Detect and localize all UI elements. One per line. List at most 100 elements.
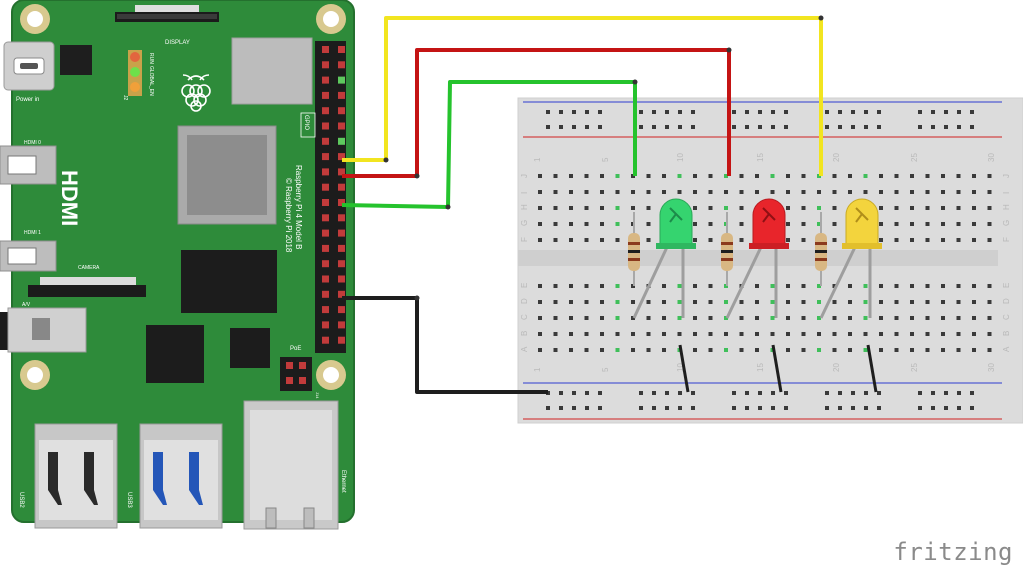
breadboard-hole [786, 332, 790, 336]
breadboard-hole [863, 174, 868, 178]
j14-label: J14 [315, 392, 320, 399]
ethernet-label: Ethernet [340, 470, 346, 493]
breadboard-hole [693, 206, 697, 210]
breadboard-hole [584, 190, 589, 194]
breadboard-hole [615, 190, 620, 194]
breadboard-hole [970, 125, 974, 129]
breadboard-hole [572, 391, 576, 395]
breadboard-hole [646, 206, 651, 210]
breadboard-hole [569, 206, 573, 210]
breadboard-hole [894, 206, 899, 210]
breadboard-hole [600, 190, 604, 194]
gpio-pin [338, 153, 345, 161]
gpio-pin [322, 183, 329, 191]
breadboard-hole [708, 174, 713, 178]
breadboard-hole [559, 391, 563, 395]
breadboard-hole [925, 222, 930, 226]
gpio-pin [338, 137, 345, 145]
breadboard-hole [538, 206, 542, 210]
breadboard-hole [677, 332, 682, 336]
breadboard-hole [708, 300, 713, 304]
gpio-pin [322, 321, 329, 329]
breadboard-hole [848, 348, 852, 352]
breadboard-hole [817, 300, 821, 304]
breadboard-hole [693, 348, 697, 352]
breadboard-hole [724, 332, 728, 336]
breadboard-hole [944, 391, 948, 395]
breadboard-hole [987, 206, 992, 210]
breadboard-labels: 1 5 10 15 20 25 30 1 5 10 15 20 25 30 J … [520, 153, 1011, 372]
breadboard-hole [584, 222, 589, 226]
breadboard-hole [745, 110, 749, 114]
breadboard-hole [693, 222, 697, 226]
bb-row-I-right: I [1002, 192, 1011, 194]
breadboard-hole [615, 284, 620, 288]
bb-row-A-right: A [1002, 346, 1011, 352]
usb3-label: USB3 [126, 492, 132, 508]
breadboard-hole [639, 406, 643, 410]
resistor-red-led [721, 212, 733, 286]
breadboard-hole [910, 348, 914, 352]
breadboard-hole [569, 348, 573, 352]
breadboard-hole [662, 348, 666, 352]
breadboard-hole [569, 190, 573, 194]
breadboard-hole [910, 222, 914, 226]
hdmi-label: HDMI [57, 170, 82, 226]
breadboard-hole [770, 174, 775, 178]
mounting-holes [20, 4, 346, 390]
hdmi1-port [0, 240, 57, 272]
breadboard-hole [615, 348, 620, 352]
breadboard-hole [848, 190, 852, 194]
breadboard-hole [708, 238, 713, 242]
breadboard-hole [677, 284, 682, 288]
breadboard-hole [879, 238, 883, 242]
bb-row-H-left: H [520, 204, 529, 210]
breadboard-hole [584, 348, 589, 352]
breadboard-hole [801, 174, 806, 178]
breadboard-hole [755, 348, 759, 352]
breadboard-hole [758, 125, 762, 129]
bb-col-top-15: 15 [756, 153, 765, 162]
breadboard-hole [755, 174, 759, 178]
breadboard-hole [801, 284, 806, 288]
breadboard-hole [910, 316, 914, 320]
bb-row-G-left: G [520, 220, 529, 226]
breadboard-hole [877, 391, 881, 395]
breadboard-hole [987, 238, 992, 242]
breadboard-hole [546, 125, 550, 129]
breadboard-hole [832, 190, 837, 194]
breadboard-hole [931, 125, 935, 129]
breadboard-hole [553, 284, 558, 288]
breadboard-hole [662, 332, 666, 336]
breadboard-hole [786, 348, 790, 352]
breadboard-hole [665, 406, 669, 410]
breadboard-hole [693, 316, 697, 320]
breadboard-hole [832, 316, 837, 320]
breadboard-hole [801, 190, 806, 194]
breadboard-hole [572, 406, 576, 410]
breadboard-hole [956, 206, 961, 210]
breadboard-hole [894, 316, 899, 320]
raspberry-pi-board: DISPLAY Power in RUN GLOBAL_EN J2 [0, 0, 355, 530]
bb-col-bottom-20: 20 [832, 363, 841, 372]
breadboard-hole [925, 238, 930, 242]
hdmi1-label: HDMI 1 [24, 230, 41, 236]
breadboard-hole [925, 348, 930, 352]
breadboard-hole [786, 238, 790, 242]
breadboard-hole [864, 110, 868, 114]
breadboard-hole [758, 110, 762, 114]
breadboard-hole [598, 406, 602, 410]
gpio-pin [338, 183, 345, 191]
breadboard-hole [972, 206, 976, 210]
breadboard-hole [652, 406, 656, 410]
breadboard-hole [879, 284, 883, 288]
breadboard-hole [925, 174, 930, 178]
gpio-pin [322, 214, 329, 222]
breadboard-hole [708, 316, 713, 320]
breadboard-hole [941, 206, 945, 210]
breadboard-hole [941, 284, 945, 288]
breadboard-hole [546, 406, 550, 410]
breadboard-hole [817, 222, 821, 226]
bb-col-bottom-15: 15 [756, 363, 765, 372]
